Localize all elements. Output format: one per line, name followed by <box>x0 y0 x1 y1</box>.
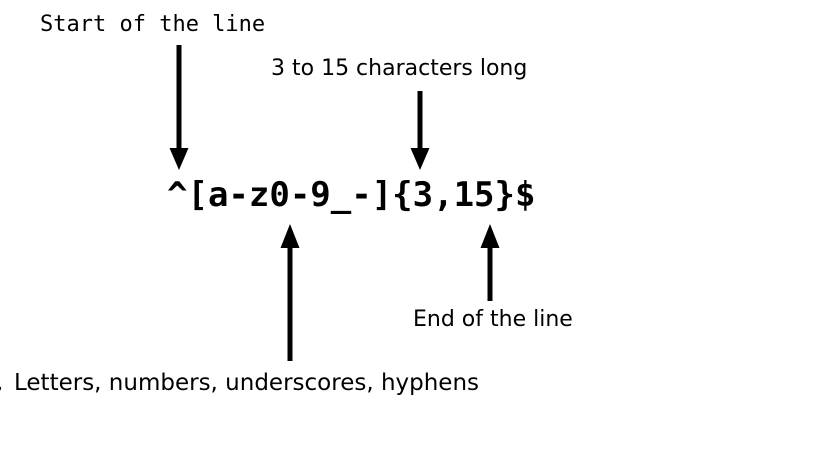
annotation-label-end-of-line: End of the line <box>413 307 573 332</box>
arrow-up-end-of-line <box>479 222 501 302</box>
regex-pattern-text: ^[a-z0-9_-]{3,15}$ <box>167 175 536 215</box>
arrow-down-length-range <box>409 90 431 172</box>
arrow-down-start-of-line <box>168 44 190 172</box>
annotation-label-length-range: 3 to 15 characters long <box>271 56 528 81</box>
annotation-label-character-class: Letters, numbers, underscores, hyphens <box>14 370 480 396</box>
arrow-up-character-class <box>279 222 301 362</box>
annotation-label-start-of-line: Start of the line <box>40 12 266 37</box>
edge-clipped-fragment: , <box>0 372 3 395</box>
